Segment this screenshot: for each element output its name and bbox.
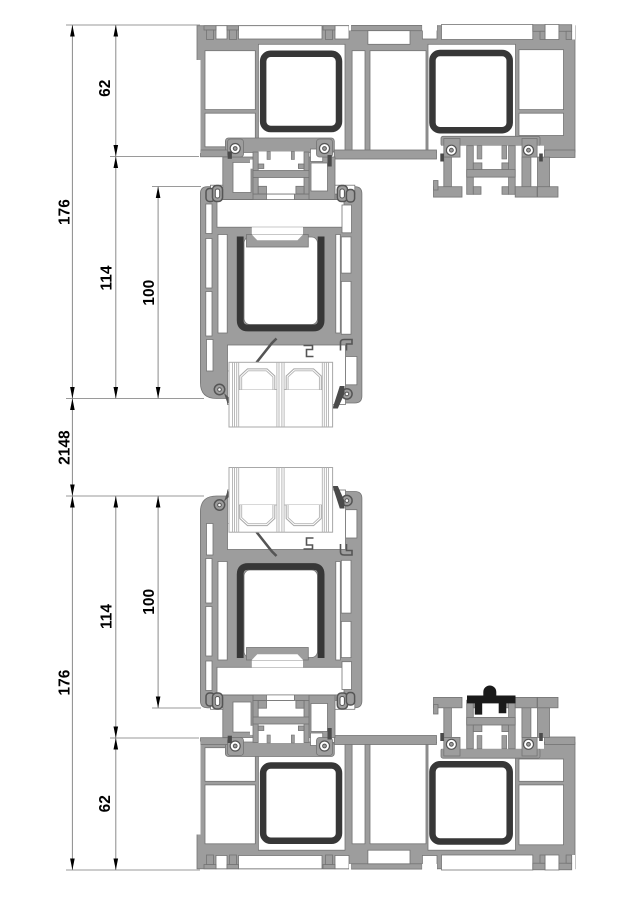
svg-text:114: 114 [99, 265, 116, 290]
svg-text:100: 100 [141, 280, 158, 306]
svg-text:176: 176 [57, 199, 74, 225]
svg-text:62: 62 [97, 795, 114, 812]
svg-text:100: 100 [141, 589, 158, 615]
svg-text:62: 62 [97, 80, 114, 97]
svg-text:176: 176 [57, 669, 74, 695]
svg-text:2148: 2148 [57, 430, 74, 465]
svg-text:114: 114 [99, 604, 116, 629]
